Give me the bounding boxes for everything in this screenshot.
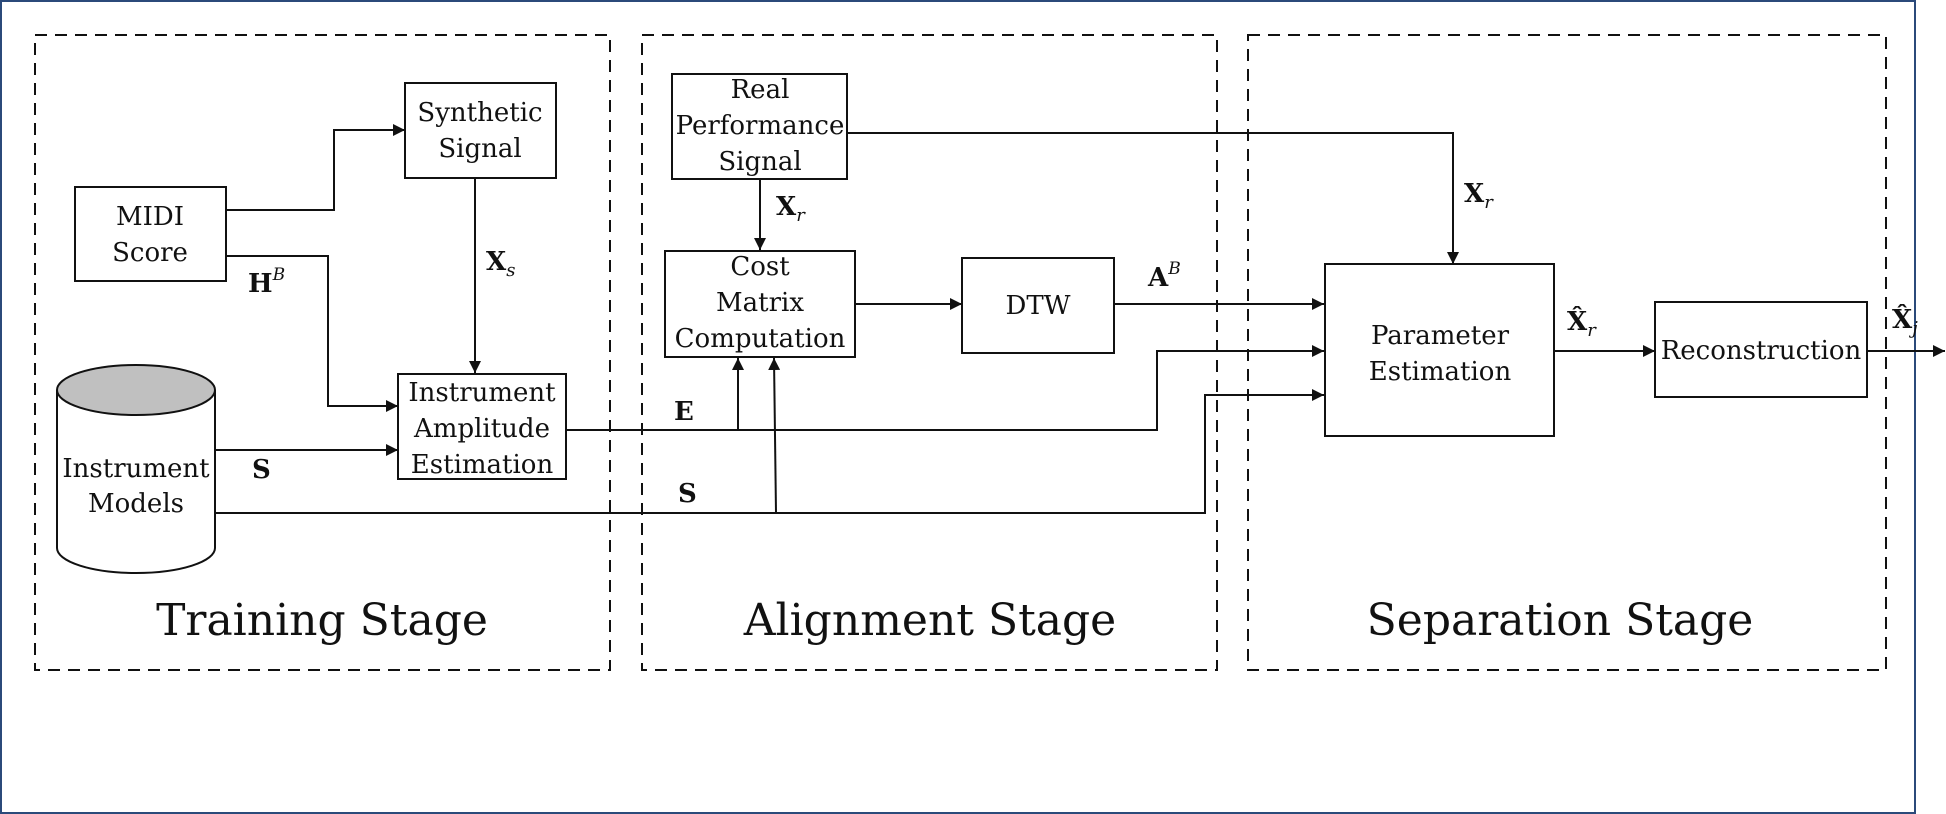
midi-score-block: MIDI Score <box>74 186 227 282</box>
svg-text:Parameter: Parameter <box>1371 321 1510 351</box>
e-to-parameter-arrow <box>566 345 1324 431</box>
svg-text:Performance: Performance <box>676 111 845 141</box>
midi-to-synthetic-arrow <box>226 124 405 211</box>
e-label: E <box>674 397 694 427</box>
xr-hat-label: X̂r <box>1567 306 1597 341</box>
instrument-models-cylinder: Instrument Models <box>56 364 216 574</box>
xr-parameter-label: Xr <box>1464 179 1494 213</box>
svg-text:Matrix: Matrix <box>716 288 804 318</box>
svg-text:MIDI: MIDI <box>116 202 184 232</box>
training-stage-panel <box>34 34 611 671</box>
svg-text:Instrument: Instrument <box>408 378 556 408</box>
training-stage-label: Training Stage <box>156 595 488 646</box>
xj-hat-label: X̂j <box>1892 304 1918 339</box>
hb-label: HB <box>248 265 285 299</box>
cylinder-top <box>56 364 216 416</box>
hb-arrow <box>226 255 398 412</box>
svg-text:Signal: Signal <box>718 147 801 177</box>
reconstruction-block: Reconstruction <box>1654 301 1868 398</box>
s-alignment-label: S <box>678 479 697 509</box>
svg-text:Amplitude: Amplitude <box>413 414 550 444</box>
synthetic-signal-block: Synthetic Signal <box>404 82 557 179</box>
real-performance-signal-block: Real Performance Signal <box>671 73 848 180</box>
alignment-stage-panel <box>641 34 1218 671</box>
svg-text:Estimation: Estimation <box>1369 357 1512 387</box>
svg-text:Real: Real <box>731 75 790 105</box>
parameter-estimation-block: Parameter Estimation <box>1324 263 1555 437</box>
s-to-parameter-arrow <box>215 389 1324 514</box>
s-training-label: S <box>252 455 271 485</box>
svg-text:Models: Models <box>88 489 184 519</box>
svg-text:Cost: Cost <box>730 252 790 282</box>
svg-text:Estimation: Estimation <box>411 450 554 480</box>
separation-stage-label: Separation Stage <box>1367 595 1754 646</box>
s-to-cost-arrow <box>768 357 781 514</box>
xs-label: Xs <box>486 247 515 281</box>
svg-text:Score: Score <box>112 238 188 268</box>
dtw-block: DTW <box>961 257 1115 354</box>
alignment-stage-label: Alignment Stage <box>743 595 1116 646</box>
svg-text:Computation: Computation <box>675 324 846 354</box>
svg-text:Instrument: Instrument <box>62 454 210 484</box>
xr-cost-label: Xr <box>776 192 806 226</box>
ab-label: AB <box>1147 259 1181 293</box>
xr-to-parameter-arrow <box>847 132 1459 264</box>
svg-text:Signal: Signal <box>438 134 521 164</box>
cost-matrix-computation-block: Cost Matrix Computation <box>664 250 856 358</box>
svg-text:Synthetic: Synthetic <box>417 98 542 128</box>
separation-stage-panel <box>1247 34 1887 671</box>
svg-text:DTW: DTW <box>1006 291 1071 321</box>
svg-text:Reconstruction: Reconstruction <box>1661 336 1862 366</box>
instrument-amplitude-estimation-block: Instrument Amplitude Estimation <box>397 373 567 480</box>
